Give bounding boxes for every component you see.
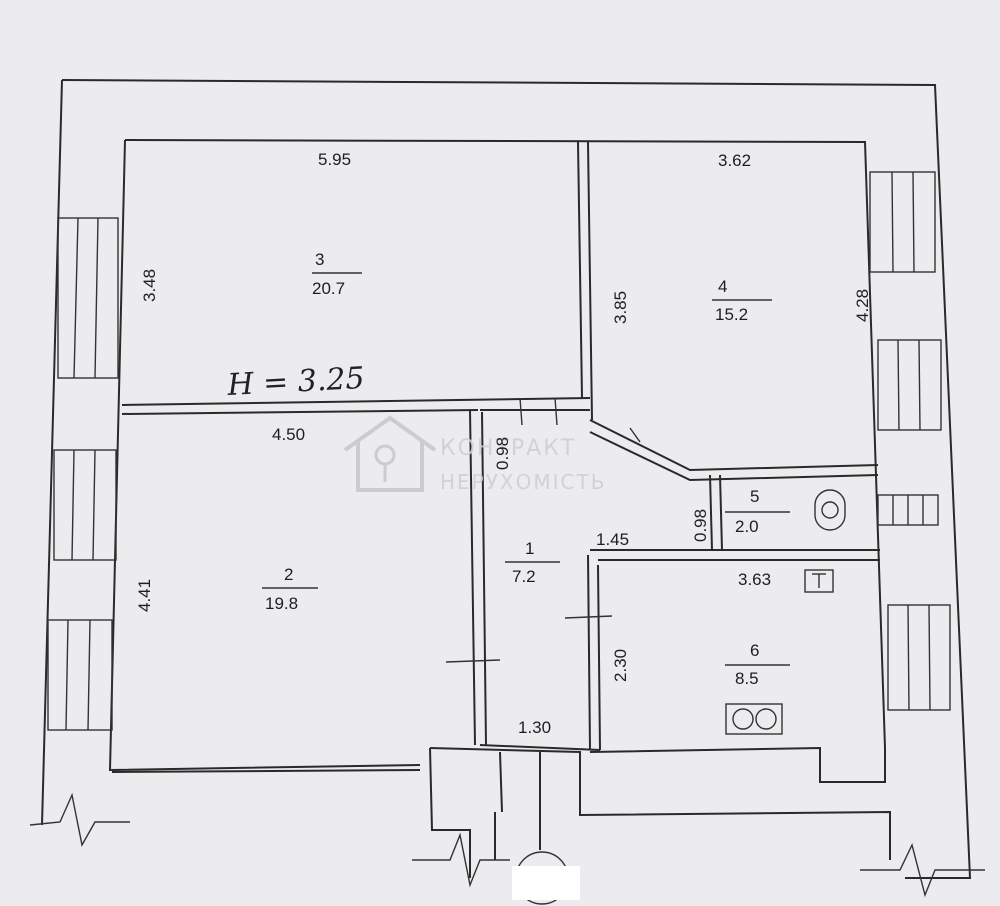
ceiling-height-note: H = 3.25 bbox=[226, 361, 366, 403]
room-1-area: 7.2 bbox=[512, 567, 536, 586]
dim-room2-width: 4.50 bbox=[272, 425, 305, 444]
window-left-middle bbox=[53, 449, 117, 561]
stove-icon bbox=[725, 703, 783, 735]
window-right-middle bbox=[877, 339, 942, 431]
stair-icon bbox=[877, 494, 939, 526]
watermark-line-2: НЕРУХОМІСТЬ bbox=[440, 470, 606, 494]
dim-room2-height: 4.41 bbox=[135, 579, 154, 612]
window-right-bottom bbox=[887, 604, 951, 711]
dim-room3-width: 5.95 bbox=[318, 150, 351, 169]
dim-room6-width: 3.63 bbox=[738, 570, 771, 589]
dim-room3-height: 3.48 bbox=[140, 269, 159, 302]
dim-room1-bottom: 1.30 bbox=[518, 718, 551, 737]
watermark: КОНТРАКТ НЕРУХОМІСТЬ bbox=[343, 415, 606, 494]
room-2-number: 2 bbox=[284, 565, 293, 584]
window-left-bottom bbox=[47, 619, 113, 731]
dim-room6-height: 2.30 bbox=[611, 649, 630, 682]
dim-room1-top: 0.98 bbox=[493, 437, 512, 470]
wall-break-bottom bbox=[412, 832, 510, 888]
dim-room1-kitchen-edge: 1.45 bbox=[596, 530, 629, 549]
watermark-line-1: КОНТРАКТ bbox=[440, 436, 576, 461]
room-3-number: 3 bbox=[315, 250, 324, 269]
room-3-area: 20.7 bbox=[312, 279, 345, 298]
room-6-area: 8.5 bbox=[735, 669, 759, 688]
dim-room4-height-right: 4.28 bbox=[853, 289, 872, 322]
vent-icon bbox=[804, 569, 834, 593]
partitions bbox=[111, 141, 880, 773]
room-5-number: 5 bbox=[750, 487, 759, 506]
dim-room4-height-left: 3.85 bbox=[611, 291, 630, 324]
dim-room5-height: 0.98 bbox=[691, 509, 710, 542]
entrance-block bbox=[429, 747, 891, 905]
window-right-top bbox=[869, 171, 936, 273]
room-1-number: 1 bbox=[525, 539, 534, 558]
room-5-area: 2.0 bbox=[735, 517, 759, 536]
door-marks bbox=[445, 397, 641, 663]
room-4-area: 15.2 bbox=[715, 305, 748, 324]
dim-room4-width: 3.62 bbox=[718, 151, 751, 170]
house-logo-icon bbox=[343, 415, 437, 492]
wall-break-right bbox=[860, 842, 985, 898]
room-2-area: 19.8 bbox=[265, 594, 298, 613]
window-left-top bbox=[57, 217, 119, 379]
outer-wall bbox=[41, 79, 972, 879]
room-6-number: 6 bbox=[750, 641, 759, 660]
wall-break-left bbox=[29, 792, 130, 847]
room-area-bars bbox=[262, 272, 790, 666]
toilet-icon bbox=[814, 489, 846, 531]
redaction-patch bbox=[512, 866, 580, 900]
room-4-number: 4 bbox=[718, 277, 727, 296]
